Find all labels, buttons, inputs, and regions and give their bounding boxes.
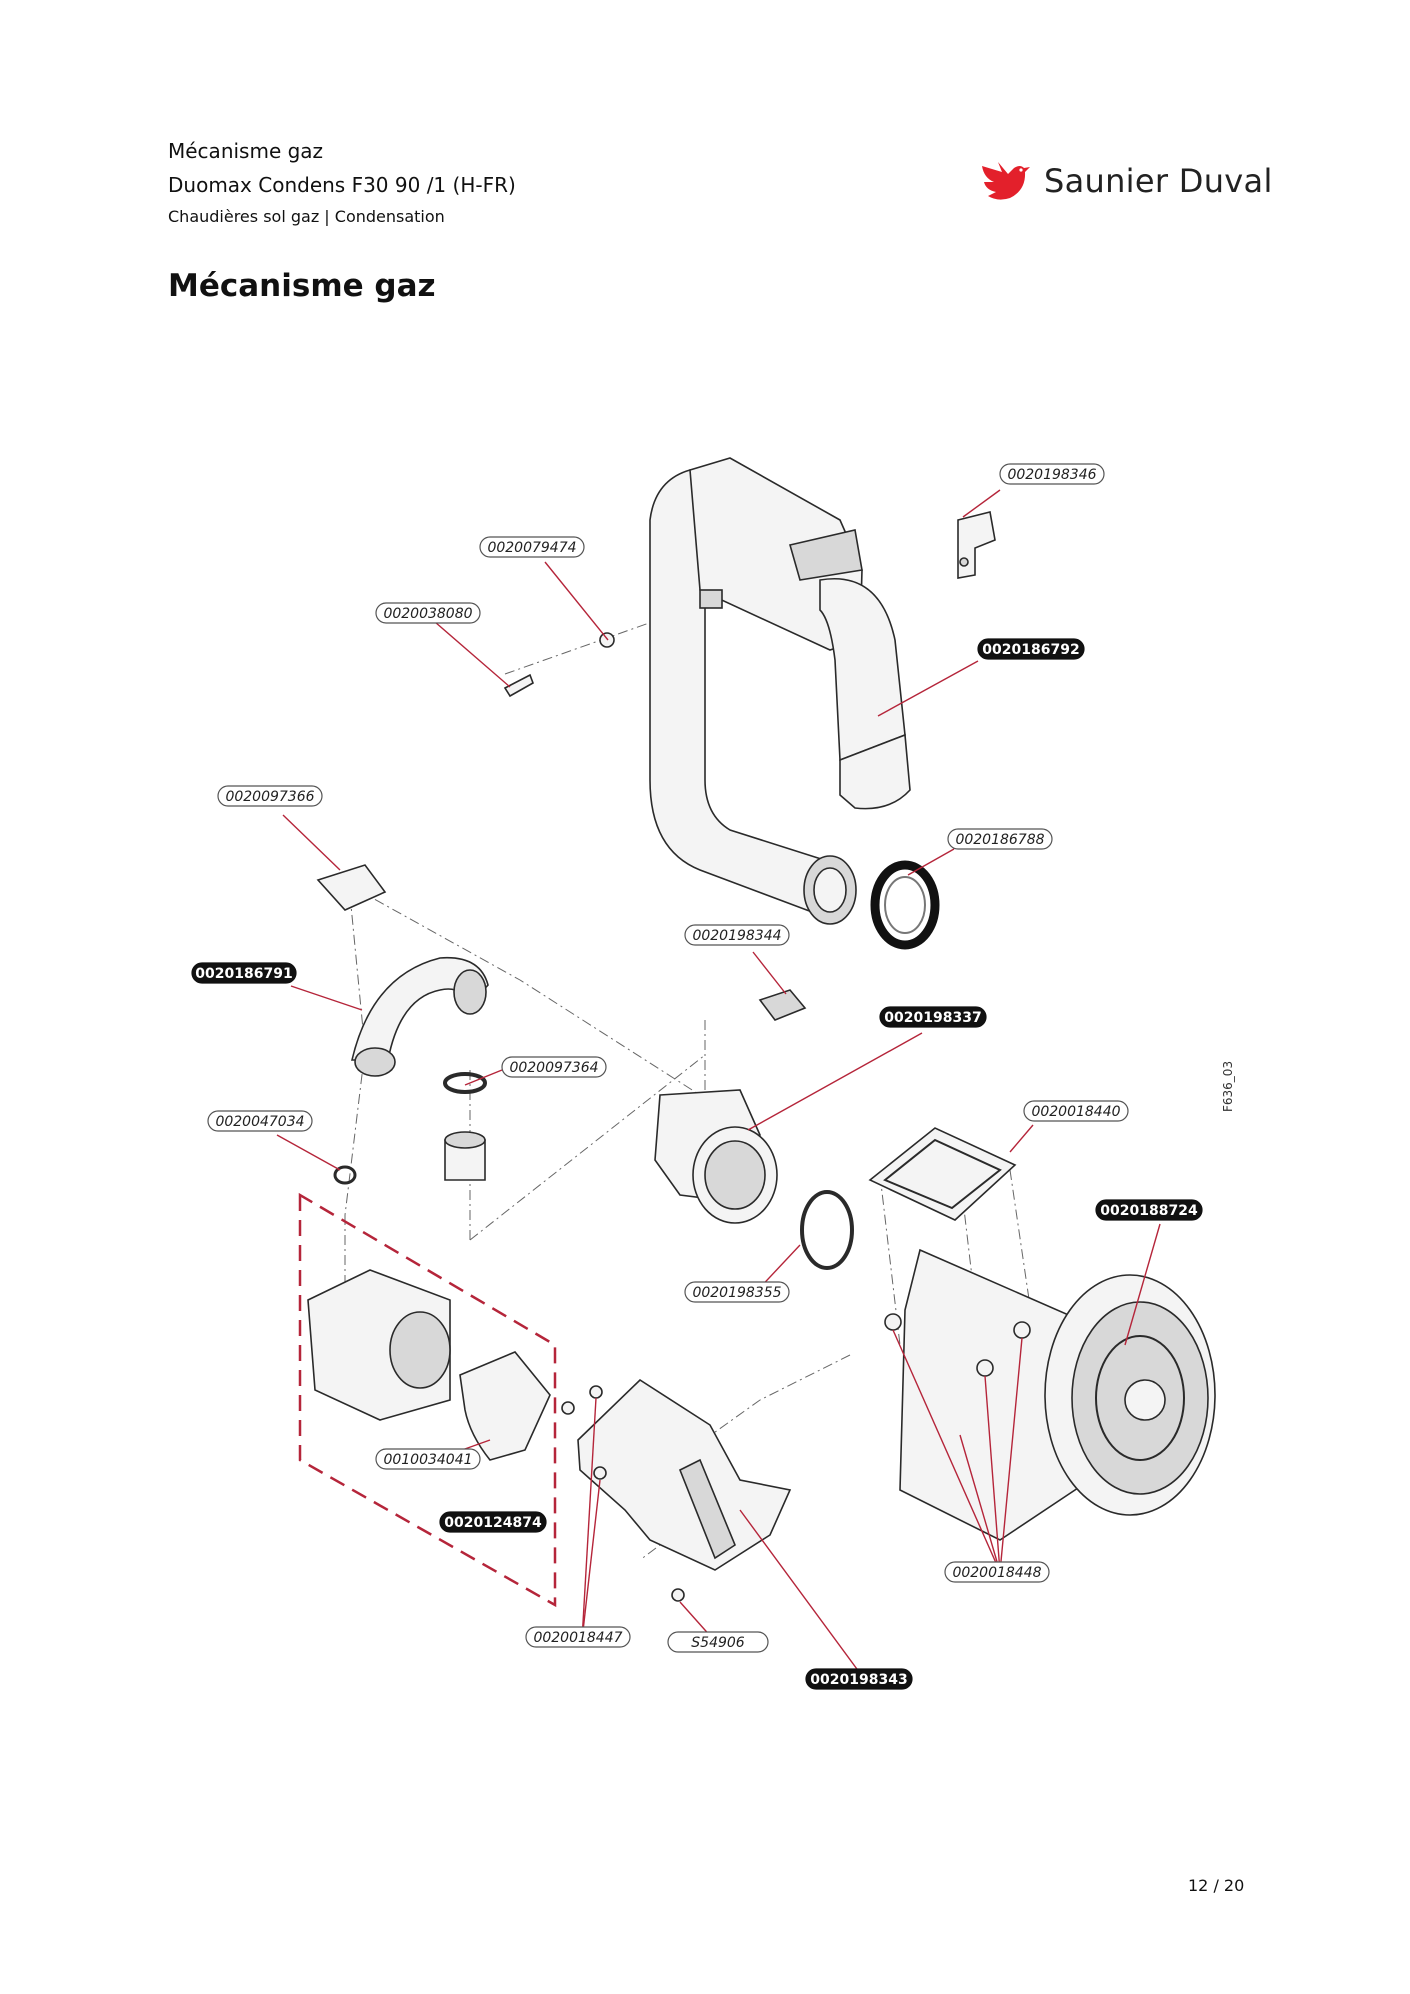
part-label-box xyxy=(375,602,481,624)
page-number: 12 / 20 xyxy=(1188,1876,1245,1895)
part-label: 0020047034 xyxy=(207,1110,313,1132)
part-label: 0020018440 xyxy=(1023,1100,1129,1122)
part-label-text: 0020198343 xyxy=(810,1672,907,1688)
part-label-box xyxy=(525,1626,631,1648)
part-label-text: 0020097364 xyxy=(509,1060,598,1076)
header-product: Duomax Condens F30 90 /1 (H-FR) xyxy=(168,173,516,197)
part-label-box xyxy=(684,1281,790,1303)
venturi-mixer xyxy=(654,1089,854,1270)
part-label-text: 0020079474 xyxy=(487,540,576,556)
mounting-plate xyxy=(561,1378,792,1602)
part-label: 0020186788 xyxy=(947,828,1053,850)
part-label: 0020198355 xyxy=(684,1281,790,1303)
part-label-box xyxy=(375,1448,481,1470)
part-label-text: 0020186788 xyxy=(955,832,1044,848)
air-intake-pipe xyxy=(649,469,857,925)
brand-name: Saunier Duval xyxy=(1044,162,1273,200)
part-label-box xyxy=(999,463,1105,485)
part-label-box xyxy=(805,1668,913,1690)
part-label-box xyxy=(479,536,585,558)
part-label: 0020079474 xyxy=(479,536,585,558)
part-label-text: 0020198337 xyxy=(884,1010,981,1026)
part-label-text: 0020186791 xyxy=(195,966,292,982)
part-label-box xyxy=(1095,1199,1203,1221)
part-label-box xyxy=(1023,1100,1129,1122)
part-label: 0020198337 xyxy=(879,1006,987,1028)
part-label-text: 0020047034 xyxy=(215,1114,304,1130)
figure-code: F636_03 xyxy=(1221,1061,1235,1112)
part-label: 0020097364 xyxy=(501,1056,607,1078)
section-title: Mécanisme gaz xyxy=(168,268,436,304)
header-category: Mécanisme gaz xyxy=(168,139,324,163)
document-header: Mécanisme gaz Duomax Condens F30 90 /1 (… xyxy=(168,134,516,232)
part-label-text: 0020198346 xyxy=(1007,467,1096,483)
silencer-body xyxy=(689,457,911,810)
part-label: 0020198346 xyxy=(999,463,1105,485)
part-label-text: 0020097366 xyxy=(225,789,314,805)
part-label-text: 0020188724 xyxy=(1100,1203,1198,1219)
part-label-box xyxy=(977,638,1085,660)
part-label: 0020124874 xyxy=(439,1511,547,1533)
part-label: S54906 xyxy=(667,1631,769,1653)
part-labels: 0020198346 0020079474 0020038080 0020186792… xyxy=(191,463,1203,1690)
clip-part xyxy=(316,864,807,1021)
gas-valve-kit xyxy=(298,1192,557,1608)
part-label: 0020186791 xyxy=(191,962,297,984)
part-label-box xyxy=(501,1056,607,1078)
part-label: 0020097366 xyxy=(217,785,323,807)
part-label-text: 0010034041 xyxy=(383,1452,472,1468)
part-label-text: 0020038080 xyxy=(383,606,472,622)
part-label-text: 0020198344 xyxy=(692,928,781,944)
part-label-box xyxy=(684,924,790,946)
fan-gasket-frame xyxy=(868,1127,1017,1221)
part-label-box xyxy=(207,1110,313,1132)
part-label: 0010034041 xyxy=(375,1448,481,1470)
part-label-text: 0020186792 xyxy=(982,642,1079,658)
gas-pipe-bend xyxy=(350,956,489,1077)
part-label-box xyxy=(439,1511,547,1533)
fan-blower xyxy=(884,1248,1216,1541)
part-label-text: 0020018447 xyxy=(533,1630,622,1646)
bird-logo-icon xyxy=(982,162,1030,200)
part-label-text: 0020124874 xyxy=(444,1515,542,1531)
header-family: Chaudières sol gaz | Condensation xyxy=(168,207,445,226)
brand-logo: Saunier Duval xyxy=(980,158,1273,204)
part-label-text: 0020198355 xyxy=(692,1285,781,1301)
part-label-text: 0020018448 xyxy=(952,1565,1041,1581)
part-label-box xyxy=(667,1631,769,1653)
part-label: 0020188724 xyxy=(1095,1199,1203,1221)
part-label: 0020198344 xyxy=(684,924,790,946)
part-label-box xyxy=(947,828,1053,850)
part-label: 0020186792 xyxy=(977,638,1085,660)
part-label-text: 0020018440 xyxy=(1031,1104,1120,1120)
screw-small xyxy=(503,632,615,698)
seal-ring-large xyxy=(870,860,940,950)
part-label-box xyxy=(191,962,297,984)
leader-lines xyxy=(276,489,1161,1681)
gas-fittings xyxy=(333,1072,487,1185)
part-label: 0020198343 xyxy=(805,1668,913,1690)
part-label: 0020018447 xyxy=(525,1626,631,1648)
part-label: 0020038080 xyxy=(375,602,481,624)
part-label-box xyxy=(217,785,323,807)
part-label: 0020018448 xyxy=(944,1561,1050,1583)
bracket-part xyxy=(957,511,996,579)
part-label-text: S54906 xyxy=(691,1635,745,1651)
part-label-box xyxy=(879,1006,987,1028)
part-label-box xyxy=(944,1561,1050,1583)
